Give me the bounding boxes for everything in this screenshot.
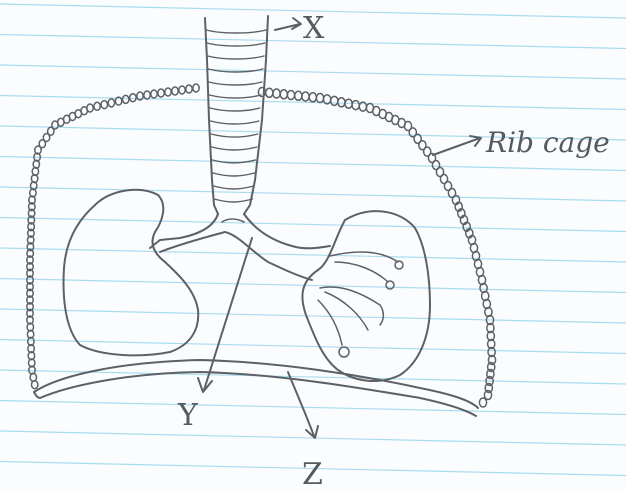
label-z: Z <box>302 457 323 491</box>
rib-bead <box>302 92 309 101</box>
trachea-ring <box>214 186 254 189</box>
label-y: Y <box>177 398 199 433</box>
rib-bead <box>273 89 280 98</box>
trachea-ring <box>207 30 267 33</box>
rib-bead <box>331 96 338 105</box>
trachea-ring <box>207 43 265 46</box>
arrow-x <box>275 18 301 30</box>
trachea-ring <box>211 134 258 137</box>
bronchioles <box>318 252 403 357</box>
right-lung <box>302 211 430 381</box>
rib-bead <box>94 102 100 110</box>
rib-bead <box>32 381 38 389</box>
rib-bead <box>151 90 157 98</box>
rib-bead <box>295 91 302 100</box>
trachea-ring <box>213 173 255 176</box>
ruled-line <box>0 279 626 293</box>
trachea-ring <box>209 82 262 85</box>
label-x: X <box>303 11 325 46</box>
rib-bead <box>108 99 114 107</box>
rib-bead <box>316 94 323 103</box>
rib-bead <box>280 90 287 99</box>
trachea-ring <box>210 108 260 111</box>
rib-bead <box>179 86 185 94</box>
trachea-ring <box>212 147 257 150</box>
rib-bead <box>158 89 164 97</box>
rib-bead <box>266 88 273 97</box>
ruled-line <box>0 401 626 415</box>
diaphragm <box>34 360 478 416</box>
rib-bead <box>144 91 150 99</box>
trachea-ring <box>214 199 252 202</box>
arrow-rib-cage <box>433 136 481 155</box>
ruled-line <box>0 218 626 232</box>
rib-bead <box>287 91 294 100</box>
rib-bead <box>186 85 192 93</box>
rib-bead <box>123 95 129 103</box>
rib-bead <box>172 87 178 95</box>
ruled-line <box>0 248 626 262</box>
rib-bead <box>101 101 107 109</box>
ruled-line <box>0 187 626 201</box>
rib-bead <box>193 84 199 92</box>
trachea <box>205 16 268 214</box>
rib-bead <box>352 101 359 110</box>
rib-bead <box>479 398 486 407</box>
left-lung <box>64 190 199 356</box>
ruled-line <box>0 309 626 323</box>
trachea-ring <box>210 95 261 98</box>
label-rib-cage: Rib cage <box>485 126 610 159</box>
rib-bead <box>309 93 316 102</box>
trachea-rings <box>207 30 267 202</box>
trachea-ring <box>211 121 259 124</box>
rib-bead <box>130 94 136 102</box>
rib-bead <box>338 98 345 107</box>
ruled-line <box>0 65 626 79</box>
trachea-ring <box>208 56 264 59</box>
rib-bead <box>165 88 171 96</box>
